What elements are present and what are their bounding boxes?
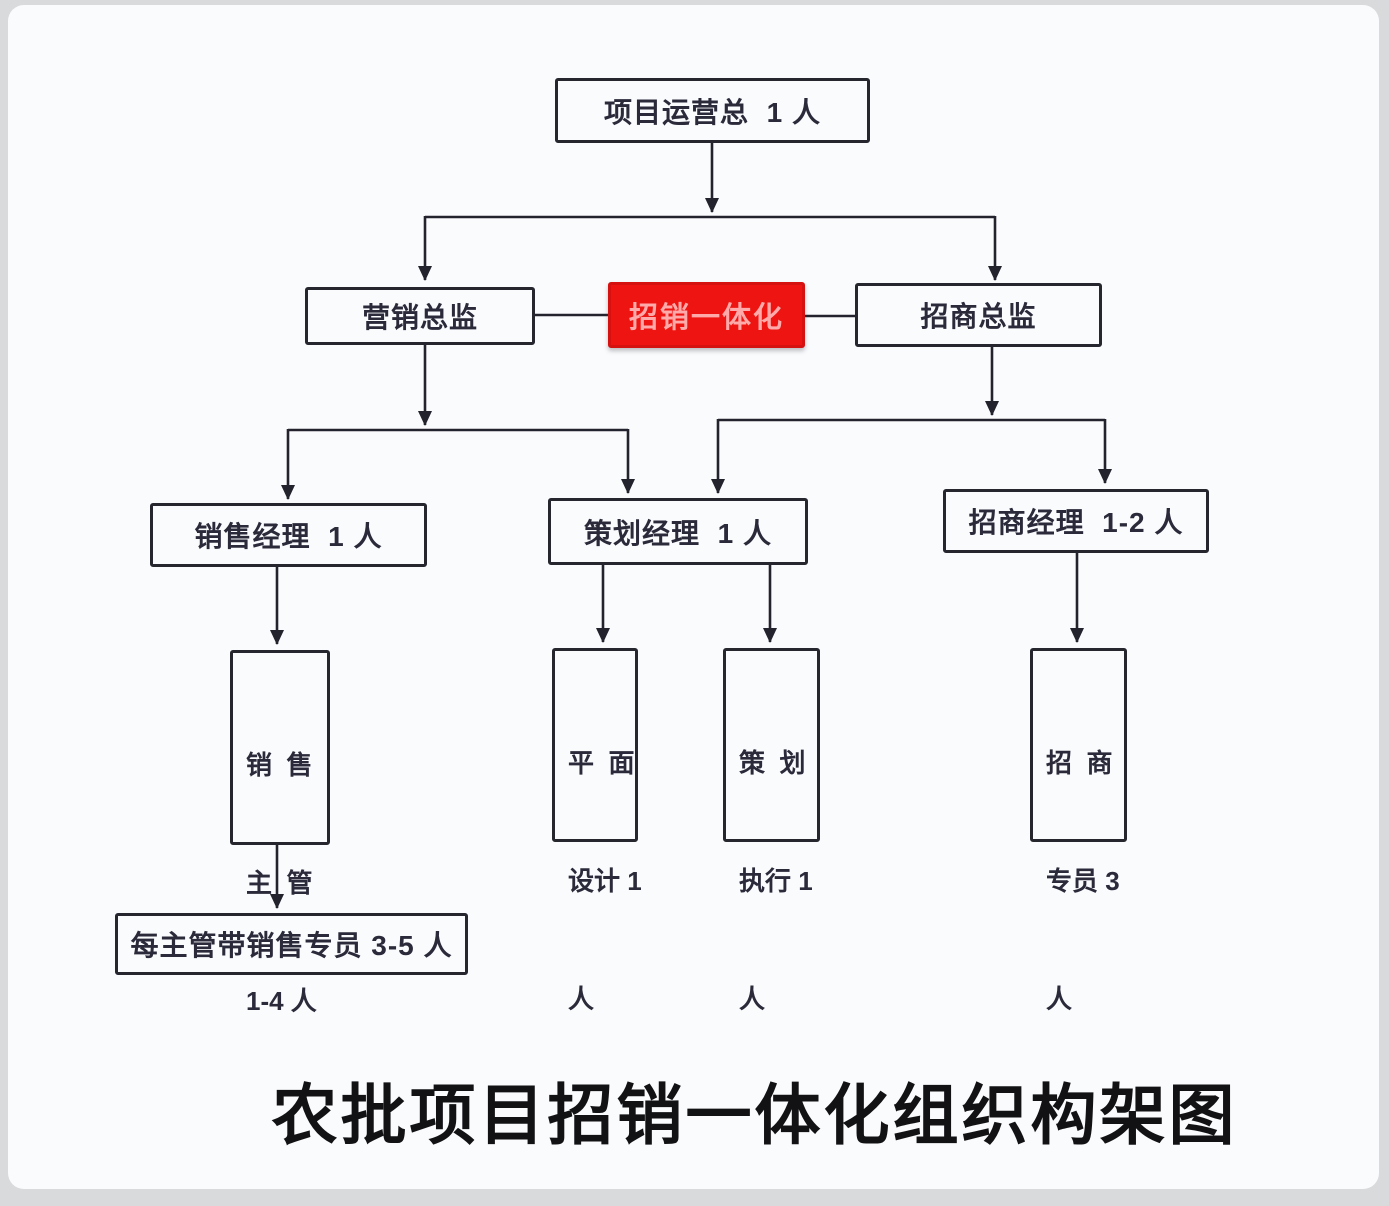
diagram-title: 农批项目招销一体化组织构架图 [271, 1078, 1238, 1152]
org-node-line: 执行 1 [739, 866, 813, 896]
org-node-line: 平 面 [568, 748, 635, 778]
org-node-integration-badge: 招销一体化 [608, 282, 805, 348]
org-node-line: 1-4 人 [246, 986, 317, 1016]
org-node-investment-director: 招商总监 [855, 283, 1102, 347]
org-node-planning-executor: 策 划 执行 1 人 [723, 648, 820, 1014]
org-node-marketing-director: 营销总监 [305, 287, 535, 345]
org-node-planning-manager: 策划经理 1 人 [548, 498, 808, 565]
org-node-line: 人 [1046, 984, 1073, 1014]
org-node-investment-manager: 招商经理 1-2 人 [943, 489, 1209, 553]
org-node-line: 策 划 [739, 748, 806, 778]
org-node-line: 设计 1 [568, 866, 642, 896]
org-node-line: 专员 3 [1046, 866, 1120, 896]
org-node-graphic-designer: 平 面 设计 1 人 [552, 648, 642, 1014]
org-node-line: 人 [739, 984, 766, 1014]
org-node-sales-manager: 销售经理 1 人 [150, 503, 427, 567]
org-node-line: 主 管 [246, 868, 313, 898]
org-node-line: 招 商 [1046, 748, 1113, 778]
org-node-line: 销 售 [246, 750, 313, 780]
org-node-sales-supervisor: 销 售 主 管 1-4 人 [230, 650, 330, 1016]
diagram-canvas [8, 5, 1379, 1189]
org-node-investment-specialist: 招 商 专员 3 人 [1030, 648, 1127, 1014]
org-node-line: 人 [568, 984, 595, 1014]
org-node-project-director: 项目运营总 1 人 [555, 78, 870, 143]
org-node-sales-specialists: 每主管带销售专员 3-5 人 [115, 913, 468, 975]
